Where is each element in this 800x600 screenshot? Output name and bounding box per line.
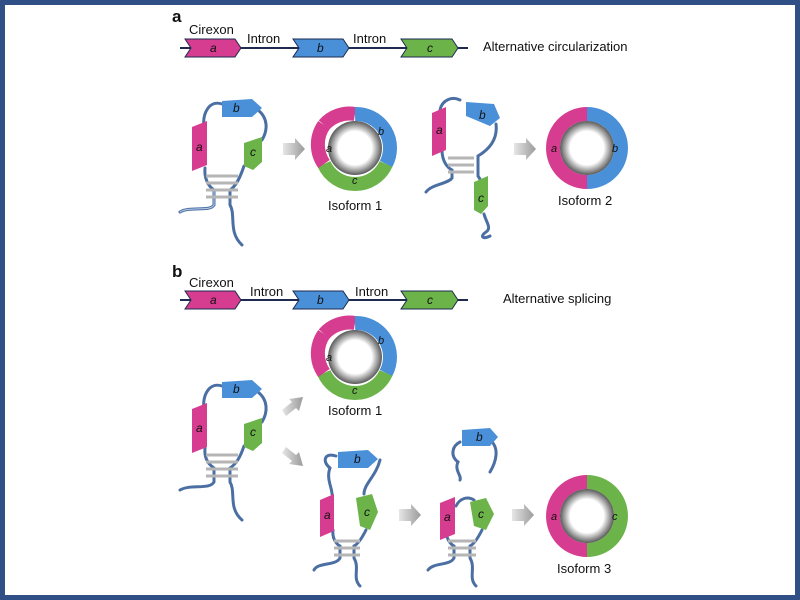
- alternative-circularization-label: Alternative circularization: [483, 39, 628, 54]
- b-exon-b-block: [292, 290, 350, 310]
- b-exon-a-label: a: [210, 293, 217, 307]
- arrow-b-mid: [399, 504, 421, 526]
- skip-exon-a: [432, 107, 446, 156]
- loop-exon-c-label: c: [250, 145, 256, 159]
- iso3-exon-c-label: c: [612, 511, 618, 523]
- arrow-b-up: [282, 397, 303, 416]
- iso2-exon-b-label: b: [612, 143, 618, 155]
- b-intron-label-1: Intron: [250, 284, 283, 299]
- intron-label-1: Intron: [247, 31, 280, 46]
- mid-exon-a: [320, 494, 334, 537]
- panel-b-intermediate: b a c: [312, 450, 382, 588]
- panel-a-gene-map: Cirexon Intron Intron a b c: [180, 22, 468, 58]
- alternative-splicing-label: Alternative splicing: [503, 291, 611, 306]
- mid-exon-c: [356, 494, 378, 530]
- panel-b-excised-b: b: [451, 428, 498, 482]
- panel-b-isoform-1-ring: a b c: [310, 315, 397, 400]
- isoform-2-ring: a b: [546, 107, 628, 189]
- skip-exon-b: [466, 102, 500, 126]
- cirexon-label: Cirexon: [189, 22, 234, 37]
- skip-exon-b-label: b: [479, 108, 486, 122]
- ac-exon-a-label: a: [444, 510, 451, 524]
- loop-exon-a-label: a: [196, 140, 203, 154]
- loop-exon-c: [244, 137, 262, 170]
- panel-b-ac-intermediate: a c: [426, 496, 494, 588]
- b-intron-label-2: Intron: [355, 284, 388, 299]
- exon-a-label: a: [210, 41, 217, 55]
- b-exon-c-label: c: [427, 293, 433, 307]
- iso3-exon-a-label: a: [551, 511, 557, 523]
- b-loop-exon-b-label: b: [233, 382, 240, 396]
- b-cirexon-label: Cirexon: [189, 275, 234, 290]
- exon-b-block: [292, 38, 350, 58]
- ac-exon-a: [440, 497, 455, 540]
- mid-exon-b-label: b: [354, 452, 361, 466]
- isoform-3-ring: a c: [546, 475, 628, 557]
- arrow-a1: [283, 138, 305, 160]
- b-exon-c-block: [400, 290, 459, 310]
- intron-label-2: Intron: [353, 31, 386, 46]
- ring-exon-a-label: a: [326, 143, 332, 155]
- b-exon-a-block: [184, 290, 242, 310]
- skip-exon-a-label: a: [436, 123, 443, 137]
- panel-b-premrna-loop: a b c: [178, 380, 268, 522]
- exon-a-block: [184, 38, 242, 58]
- exon-c-block: [400, 38, 459, 58]
- panel-b-gene-map: Cirexon Intron Intron a b c: [180, 275, 468, 310]
- panel-a-premrna-skip-c: a b c: [424, 96, 500, 240]
- ring-exon-b-label: b: [378, 126, 384, 138]
- panel-a-label: a: [172, 7, 182, 26]
- loop-exon-b: [222, 99, 262, 117]
- b-loop-exon-b: [222, 380, 262, 398]
- ring-exon-c-label: c: [352, 175, 358, 187]
- mid-exon-c-label: c: [364, 505, 370, 519]
- isoform-2-label: Isoform 2: [558, 193, 612, 208]
- ac-exon-c: [470, 498, 494, 530]
- exon-c-label: c: [427, 41, 433, 55]
- b-exon-b-label: b: [317, 293, 324, 307]
- skip-exon-c-label: c: [478, 191, 484, 205]
- panel-b-isoform-1-label: Isoform 1: [328, 403, 382, 418]
- b-ring-exon-c-label: c: [352, 385, 358, 397]
- isoform-3-label: Isoform 3: [557, 561, 611, 576]
- excised-exon-b-label: b: [476, 430, 483, 444]
- arrow-b-down: [282, 447, 303, 466]
- b-ring-exon-b-label: b: [378, 335, 384, 347]
- b-loop-exon-a: [192, 403, 207, 453]
- exon-b-label: b: [317, 41, 324, 55]
- b-loop-exon-c: [244, 418, 262, 451]
- mid-exon-b: [338, 450, 378, 468]
- ac-exon-c-label: c: [478, 507, 484, 521]
- panel-b-label: b: [172, 262, 182, 281]
- b-loop-exon-c-label: c: [250, 425, 256, 439]
- panel-a-premrna-loop: a b c: [178, 99, 268, 247]
- arrow-b-final: [512, 504, 534, 526]
- loop-exon-a: [192, 121, 207, 171]
- isoform-1-ring-a: a b c: [310, 106, 397, 191]
- mid-exon-a-label: a: [324, 508, 331, 522]
- loop-exon-b-label: b: [233, 101, 240, 115]
- skip-exon-c: [474, 176, 488, 214]
- b-ring-exon-a-label: a: [326, 352, 332, 364]
- iso2-exon-a-label: a: [551, 143, 557, 155]
- arrow-a2: [514, 138, 536, 160]
- b-loop-exon-a-label: a: [196, 421, 203, 435]
- isoform-1-label: Isoform 1: [328, 198, 382, 213]
- excised-exon-b: [462, 428, 498, 446]
